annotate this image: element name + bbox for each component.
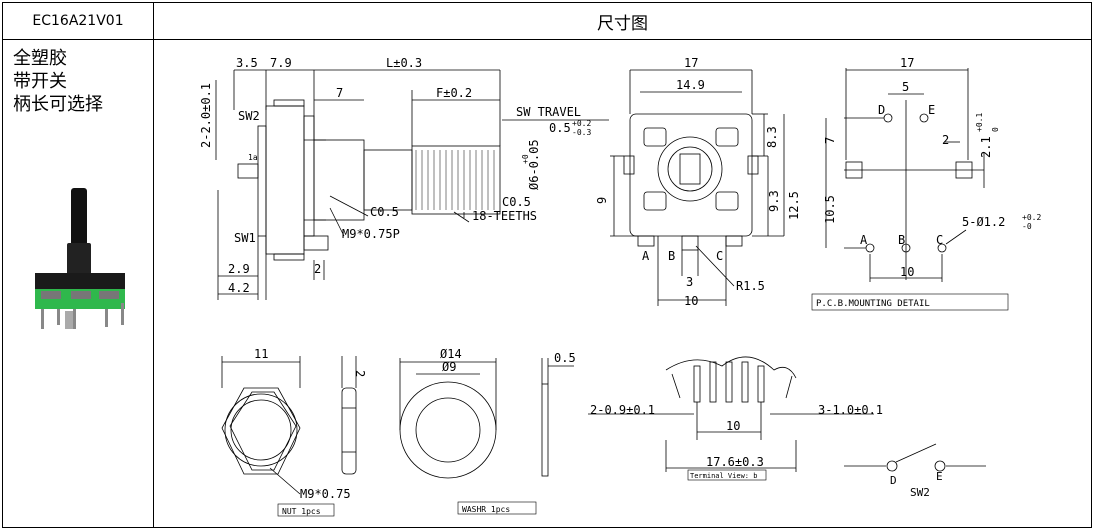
teeth-label: 18-TEETHS bbox=[472, 209, 537, 223]
spec-item: 带开关 bbox=[13, 71, 67, 92]
washer-diameter-9: Ø9 bbox=[442, 360, 456, 374]
front-height-9: 9 bbox=[595, 197, 609, 204]
sw-travel-tol-lower: -0.3 bbox=[572, 128, 591, 137]
front-pin-a: A bbox=[642, 249, 650, 263]
pcb-height-2-1-tol-upper: +0.1 bbox=[975, 113, 984, 132]
dim-left: 2-2.0±0.1 bbox=[199, 83, 213, 148]
pcb-label-e: E bbox=[928, 103, 935, 117]
spec-item: 全塑胶 bbox=[13, 48, 67, 69]
pcb-label-d: D bbox=[878, 103, 885, 117]
sw2-label: SW2 bbox=[238, 109, 260, 123]
front-width-14-9: 14.9 bbox=[676, 78, 705, 92]
front-height-8-3: 8.3 bbox=[765, 126, 779, 148]
switch-label: SW2 bbox=[910, 486, 930, 499]
washer-diameter-14: Ø14 bbox=[440, 347, 462, 361]
sw1-label: SW1 bbox=[234, 231, 256, 245]
chamfer-c05-b: C0.5 bbox=[502, 195, 531, 209]
dim-4-2: 4.2 bbox=[228, 281, 250, 295]
pcb-holes: 5-Ø1.2 bbox=[962, 215, 1005, 229]
terminal-width-10: 10 bbox=[726, 419, 740, 433]
column-divider bbox=[153, 3, 154, 527]
dim-7: 7 bbox=[336, 86, 343, 100]
dim-2: 2 bbox=[314, 262, 321, 276]
front-pin-c: C bbox=[716, 249, 723, 263]
nut-thickness-2: 2 bbox=[353, 370, 367, 377]
front-width-10: 10 bbox=[684, 294, 698, 308]
terminal-left-dim: 2-0.9±0.1 bbox=[590, 403, 655, 417]
switch-symbol bbox=[844, 443, 986, 472]
washer-thickness: 0.5 bbox=[554, 351, 576, 365]
nut-caption: NUT 1pcs bbox=[282, 507, 321, 516]
pcb-width-5: 5 bbox=[902, 80, 909, 94]
spec-item: 柄长可选择 bbox=[13, 94, 103, 115]
sheet-title: 尺寸图 bbox=[597, 13, 648, 34]
shaft-diameter: Ø6-0.05 bbox=[527, 139, 541, 190]
dim-3-5: 3.5 bbox=[236, 56, 258, 70]
front-pitch-3: 3 bbox=[686, 275, 693, 289]
pcb-label-c: C bbox=[936, 233, 943, 247]
sw-travel-value: 0.5 bbox=[549, 121, 571, 135]
pcb-label-b: B bbox=[898, 233, 905, 247]
thread-label: M9*0.75P bbox=[342, 227, 400, 241]
dimension-drawing: 3.5 7.9 L±0.3 7 F±0.2 SW TRAVEL 0.5 +0.2… bbox=[199, 56, 1041, 517]
terminal-right-dim: 3-1.0±0.1 bbox=[818, 403, 883, 417]
model-number: EC16A21V01 bbox=[32, 13, 124, 29]
header-divider bbox=[3, 39, 1091, 40]
washer-caption: WASHR 1pcs bbox=[462, 505, 510, 514]
terminal-caption: Terminal View: b bbox=[690, 472, 757, 480]
pcb-mounting-view bbox=[811, 68, 1009, 311]
front-height-9-3: 9.3 bbox=[767, 190, 781, 212]
nut-width-11: 11 bbox=[254, 347, 268, 361]
pcb-label-a: A bbox=[860, 233, 868, 247]
pcb-height-2-1: 2.1 bbox=[979, 136, 993, 158]
dim-f: F±0.2 bbox=[436, 86, 472, 100]
sw-travel-tol-upper: +0.2 bbox=[572, 119, 591, 128]
pcb-height-10-5: 10.5 bbox=[823, 195, 837, 224]
front-radius: R1.5 bbox=[736, 279, 765, 293]
switch-e: E bbox=[936, 470, 943, 483]
pcb-pitch-2: 2 bbox=[942, 133, 949, 147]
pcb-holes-tol-lower: -0 bbox=[1022, 222, 1032, 231]
front-height-12-5: 12.5 bbox=[787, 191, 801, 220]
spec-list: 全塑胶 带开关 柄长可选择 bbox=[13, 47, 103, 116]
washer-view bbox=[399, 358, 574, 515]
front-view bbox=[610, 69, 785, 306]
sw-travel-label: SW TRAVEL bbox=[516, 105, 581, 119]
front-width-17: 17 bbox=[684, 56, 698, 70]
shaft-diameter-tol: +0 bbox=[521, 154, 530, 164]
terminal-width-17-6: 17.6±0.3 bbox=[706, 455, 764, 469]
product-photo bbox=[35, 188, 125, 329]
pcb-height-2-1-tol-lower: 0 bbox=[991, 127, 1000, 132]
terminal-view bbox=[588, 356, 874, 481]
pcb-height-7: 7 bbox=[823, 137, 837, 144]
pcb-width-17: 17 bbox=[900, 56, 914, 70]
pcb-width-10: 10 bbox=[900, 265, 914, 279]
chamfer-c05-a: C0.5 bbox=[370, 205, 399, 219]
front-pin-b: B bbox=[668, 249, 675, 263]
switch-d: D bbox=[890, 474, 897, 487]
pcb-holes-tol-upper: +0.2 bbox=[1022, 213, 1041, 222]
nut-view bbox=[221, 356, 357, 517]
dim-7-9: 7.9 bbox=[270, 56, 292, 70]
dim-l: L±0.3 bbox=[386, 56, 422, 70]
dim-2-9: 2.9 bbox=[228, 262, 250, 276]
side-view bbox=[215, 69, 609, 300]
pin-label: 1a bbox=[248, 153, 258, 162]
pcb-caption: P.C.B.MOUNTING DETAIL bbox=[816, 299, 930, 309]
nut-thread: M9*0.75 bbox=[300, 487, 351, 501]
